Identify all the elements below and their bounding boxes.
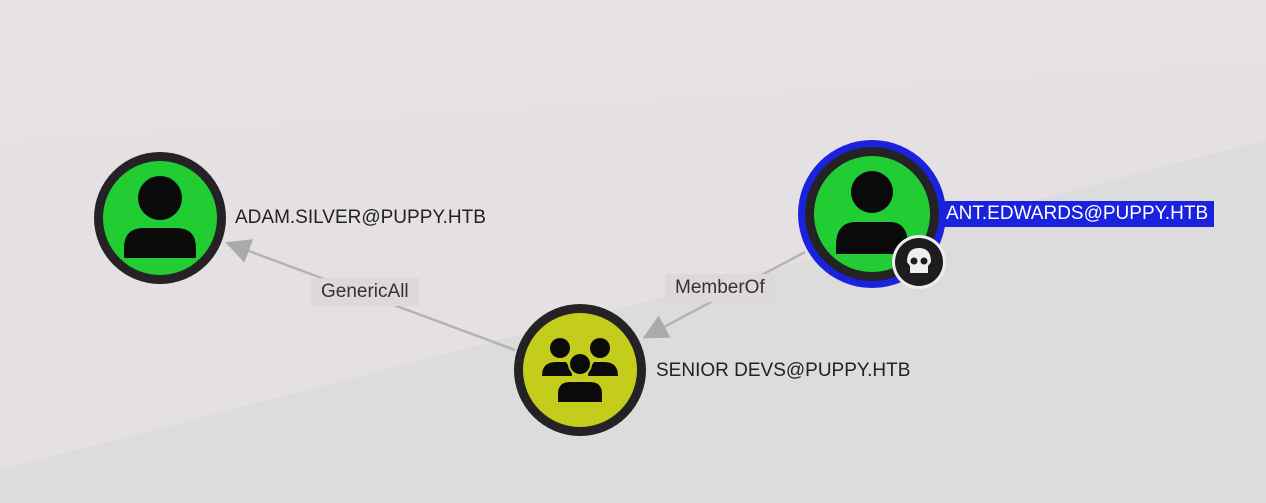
- node-label-ant-edwards[interactable]: ANT.EDWARDS@PUPPY.HTB: [942, 201, 1215, 227]
- user-icon: [836, 171, 908, 254]
- edge-label-memberof[interactable]: MemberOf: [665, 274, 775, 302]
- group-icon: [542, 338, 618, 402]
- background-band: [0, 140, 1266, 503]
- node-label-adam-silver[interactable]: ADAM.SILVER@PUPPY.HTB: [235, 207, 486, 228]
- user-icon: [124, 176, 196, 258]
- node-senior-devs[interactable]: [514, 304, 646, 436]
- node-adam-silver[interactable]: [94, 152, 226, 284]
- owned-skull-icon: [892, 235, 946, 289]
- background-band-top: [0, 0, 1266, 140]
- edge-label-genericall[interactable]: GenericAll: [311, 278, 419, 306]
- node-label-senior-devs[interactable]: SENIOR DEVS@PUPPY.HTB: [656, 360, 911, 381]
- node-ant-edwards[interactable]: [798, 140, 946, 289]
